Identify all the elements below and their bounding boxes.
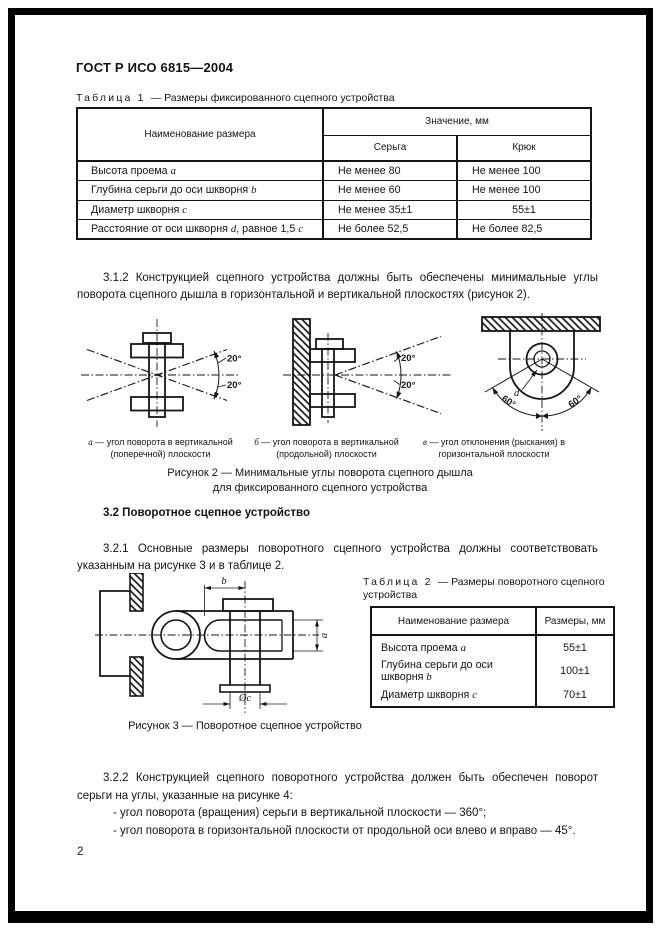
table2: Наименование размера Размеры, мм Высота … xyxy=(370,606,615,708)
table-cell-serga: Не менее 60 xyxy=(322,180,458,201)
yaw-angle-dimension: 60° 60° xyxy=(484,358,600,419)
table2-col-size: Размеры, мм xyxy=(535,607,614,636)
angle-label: 20° xyxy=(227,380,242,391)
section-3-2-heading: 3.2 Поворотное сцепное устройство xyxy=(103,507,310,519)
table-cell-kryuk: 55±1 xyxy=(456,199,592,220)
table-cell-serga: Не менее 35±1 xyxy=(322,199,458,220)
table-cell-kryuk: Не более 82,5 xyxy=(456,219,592,240)
table1: Наименование размера Значение, мм Серьга… xyxy=(76,107,592,240)
table-cell-name: Высота проема a xyxy=(76,160,324,181)
table-row: Высота проема a 55±1 xyxy=(371,635,614,659)
wall-hatch xyxy=(292,318,311,426)
table2-caption-label: Таблица 2 xyxy=(363,576,433,588)
angle-dimension: 20° 20° xyxy=(393,351,416,399)
standard-code: ГОСТ Р ИСО 6815—2004 xyxy=(76,60,234,75)
pin-dimension: d xyxy=(514,369,538,399)
angle-label: 60° xyxy=(567,393,585,410)
table-cell-value: 55±1 xyxy=(535,635,614,659)
table2-caption: Таблица 2— Размеры поворотного сцепного … xyxy=(363,576,611,602)
paragraph-3-1-2: 3.1.2 Конструкцией сцепного устройства д… xyxy=(77,271,598,302)
dimension-a: a xyxy=(293,619,330,652)
swing-angle-lines xyxy=(86,348,228,402)
clevis-body xyxy=(176,598,294,693)
table-cell-value: 70±1 xyxy=(535,683,614,707)
angle-label: 20° xyxy=(401,380,416,391)
table-cell-kryuk: Не менее 100 xyxy=(456,180,592,201)
angle-label: 20° xyxy=(227,354,242,365)
dimension-c: Øc xyxy=(203,692,287,709)
figure2-caption-a: а — угол поворота в вертикальной (попере… xyxy=(88,437,233,459)
frame-bracket xyxy=(99,573,144,697)
centerlines xyxy=(95,581,319,713)
pin-assembly xyxy=(309,338,356,418)
paragraph-3-2-2-intro: 3.2.2 Конструкцией сцепного поворотного … xyxy=(77,772,598,802)
table-row: Глубина серьги до оси шкворня b 100±1 xyxy=(371,659,614,683)
table-row: Диаметр шкворня c Не менее 35±1 55±1 xyxy=(76,199,592,220)
table1-col-kryuk: Крюк xyxy=(456,134,592,162)
table1-col-serga: Серьга xyxy=(322,134,458,162)
figure3-caption: Рисунок 3 — Поворотное сцепное устройств… xyxy=(128,720,362,732)
table-row: Глубина серьги до оси шкворня b Не менее… xyxy=(76,180,592,201)
dim-label: b xyxy=(221,576,226,587)
angle-dimension: 20° 20° xyxy=(213,350,242,400)
table1-col-value-group: Значение, мм xyxy=(322,107,592,136)
table1-col-name: Наименование размера xyxy=(76,107,324,162)
swing-angle-lines xyxy=(334,335,442,415)
table-cell-name: Расстояние от оси шкворня d, равное 1,5 … xyxy=(76,219,324,240)
list-item: - угол поворота (вращения) серьги в верт… xyxy=(113,807,487,819)
figure2-title: Рисунок 2 — Минимальные углы поворота сц… xyxy=(167,467,473,494)
page-number: 2 xyxy=(77,846,84,858)
pin-assembly xyxy=(130,332,184,418)
table-row: Высота проема a Не менее 80 Не менее 100 xyxy=(76,160,592,181)
figure2-drawing-a: 20° 20° xyxy=(81,319,242,427)
dim-label: a xyxy=(319,633,330,638)
figure2-drawing-b: 20° 20° xyxy=(283,318,451,426)
paragraph-3-2-2: 3.2.2 Конструкцией сцепного поворотного … xyxy=(77,770,598,840)
table-cell-name: Диаметр шкворня c xyxy=(381,688,478,701)
table-cell-name: Глубина серьги до оси шкворня b xyxy=(381,659,493,683)
table2-col-name: Наименование размера xyxy=(371,607,536,636)
table1-caption: Таблица 1 — Размеры фиксированного сцепно… xyxy=(76,92,395,105)
table-cell-name: Глубина серьги до оси шкворня b xyxy=(76,180,324,201)
angle-label: 20° xyxy=(401,353,416,364)
figure2-caption-v: в — угол отклонения (рыскания) в горизон… xyxy=(422,437,566,459)
dim-label: d xyxy=(514,388,520,399)
list-item: - угол поворота в горизонтальной плоскос… xyxy=(113,824,576,837)
centerlines xyxy=(81,319,239,427)
table1-header-row: Наименование размера Значение, мм xyxy=(76,107,592,162)
table-cell-serga: Не более 52,5 xyxy=(322,219,458,240)
table1-caption-text: — Размеры фиксированного сцепного устрой… xyxy=(150,92,395,104)
table1-subheader-row: Серьга Крюк xyxy=(77,134,592,162)
centerlines xyxy=(283,333,451,423)
table-cell-serga: Не менее 80 xyxy=(322,160,458,181)
dim-label: Øc xyxy=(238,693,252,704)
table-cell-kryuk: Не менее 100 xyxy=(456,160,592,181)
table2-header-row: Наименование размера Размеры, мм xyxy=(371,607,614,636)
figure2-caption-b: б — угол поворота в вертикальной (продол… xyxy=(254,437,399,459)
beam-hatch xyxy=(481,316,601,332)
figure2-drawing-v: 60° 60° d xyxy=(481,313,601,431)
table-cell-name: Диаметр шкворня c xyxy=(76,199,324,220)
table-row: Расстояние от оси шкворня d, равное 1,5 … xyxy=(76,219,592,240)
table-row: Диаметр шкворня c 70±1 xyxy=(371,683,614,707)
table1-caption-label: Таблица 1 xyxy=(76,92,146,104)
dimension-b: b xyxy=(204,576,245,616)
table-cell-name: Высота проема a xyxy=(381,641,466,654)
paragraph-3-2-1: 3.2.1 Основные размеры поворотного сцепн… xyxy=(77,542,598,573)
table2-caption-text: — Размеры поворотного сцепного устройств… xyxy=(363,576,605,601)
figure3-drawing: b a Øc xyxy=(95,573,330,713)
table-cell-value: 100±1 xyxy=(535,659,614,683)
